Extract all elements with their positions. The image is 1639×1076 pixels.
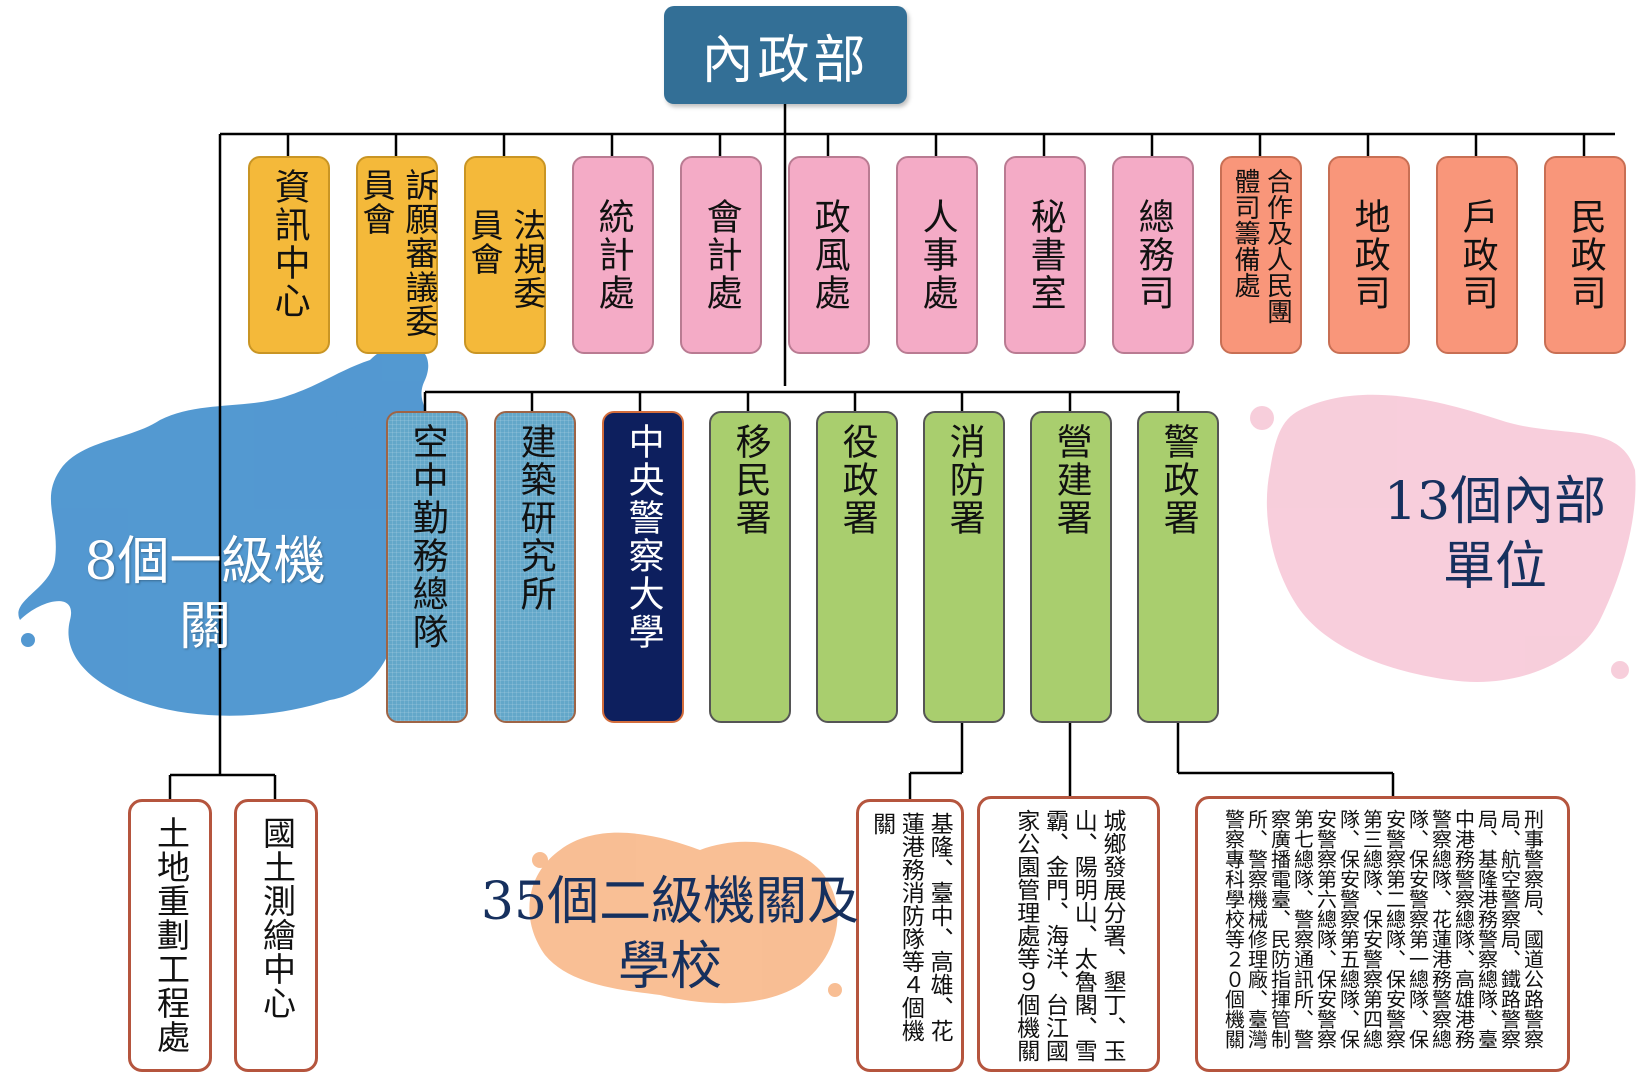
- unit-label: 統計處: [592, 198, 634, 312]
- unit-label: 秘書室: [1024, 198, 1066, 312]
- unit-label: 戶政司: [1456, 198, 1498, 312]
- agency-label: 中央警察大學: [622, 423, 664, 651]
- unit-label: 民政司: [1564, 198, 1606, 312]
- ministry-title: 內政部: [701, 30, 870, 91]
- second-construction-units: 城鄉發展分署、墾丁、玉山、陽明山、太魯閣、雪霸、金門、海洋、台江國家公園管理處等…: [977, 796, 1160, 1072]
- agency-police: 警政署: [1137, 411, 1219, 723]
- second-label: 國土測繪中心: [257, 816, 297, 1020]
- unit-appeals-committee: 訴願審議委員會: [356, 156, 439, 354]
- unit-household-reg: 戶政司: [1436, 156, 1518, 354]
- unit-label: 法規委員會: [465, 208, 547, 310]
- second-police-units: 刑事警察局、國道公路警察局、航空警察局、鐵路警察局、基隆港務警察總隊、臺中港務警…: [1195, 796, 1570, 1072]
- agency-architecture-research: 建築研究所: [494, 411, 576, 723]
- second-survey-center: 國土測繪中心: [234, 799, 318, 1072]
- agency-police-university: 中央警察大學: [602, 411, 684, 723]
- unit-info-center: 資訊中心: [248, 156, 330, 354]
- agency-immigration: 移民署: [709, 411, 791, 723]
- unit-land-admin: 地政司: [1328, 156, 1410, 354]
- unit-cooperative-prep-office: 合作及人民團體司籌備處: [1220, 156, 1302, 354]
- unit-label: 政風處: [808, 198, 850, 312]
- agency-fire: 消防署: [923, 411, 1005, 723]
- label-second-level-count: 35個二級機關及學校: [480, 872, 860, 997]
- agency-conscription: 役政署: [816, 411, 898, 723]
- unit-civil-affairs: 民政司: [1544, 156, 1626, 354]
- label-first-level-count: 8個一級機關: [84, 532, 326, 657]
- pink-splash: [1250, 394, 1636, 682]
- unit-general-affairs: 總務司: [1112, 156, 1194, 354]
- agency-construction: 營建署: [1030, 411, 1112, 723]
- agency-label: 營建署: [1050, 423, 1092, 537]
- unit-accounting: 會計處: [680, 156, 762, 354]
- agency-label: 建築研究所: [514, 423, 556, 613]
- unit-label: 總務司: [1132, 198, 1174, 312]
- agency-label: 警政署: [1157, 423, 1199, 537]
- agency-label: 役政署: [836, 423, 878, 537]
- second-construction-text: 城鄉發展分署、墾丁、玉山、陽明山、太魯閣、雪霸、金門、海洋、台江國家公園管理處等…: [1012, 809, 1125, 1062]
- unit-legal-committee: 法規委員會: [464, 156, 547, 354]
- second-land-consolidation: 土地重劃工程處: [128, 799, 212, 1072]
- second-fire-units: 基隆、臺中、高雄、花蓮港務消防隊等４個機關: [856, 799, 964, 1072]
- agency-label: 空中勤務總隊: [406, 423, 448, 651]
- unit-ethics: 政風處: [788, 156, 870, 354]
- unit-label: 人事處: [916, 198, 958, 312]
- second-label: 土地重劃工程處: [151, 816, 191, 1054]
- unit-secretariat: 秘書室: [1004, 156, 1086, 354]
- unit-label: 地政司: [1348, 198, 1390, 312]
- agency-label: 移民署: [729, 423, 771, 537]
- agency-label: 消防署: [943, 423, 985, 537]
- label-internal-count: 13個內部單位: [1383, 472, 1607, 597]
- unit-statistics: 統計處: [572, 156, 654, 354]
- orange-splash: [529, 832, 842, 1004]
- ministry-node: 內政部: [664, 6, 907, 104]
- second-police-text: 刑事警察局、國道公路警察局、航空警察局、鐵路警察局、基隆港務警察總隊、臺中港務警…: [1221, 809, 1545, 1049]
- unit-personnel: 人事處: [896, 156, 978, 354]
- agency-airborne-service: 空中勤務總隊: [386, 411, 468, 723]
- unit-label: 合作及人民團體司籌備處: [1230, 168, 1293, 324]
- unit-label: 會計處: [700, 198, 742, 312]
- unit-label: 資訊中心: [268, 168, 310, 320]
- unit-label: 訴願審議委員會: [357, 168, 439, 338]
- second-fire-text: 基隆、臺中、高雄、花蓮港務消防隊等４個機關: [868, 812, 953, 1042]
